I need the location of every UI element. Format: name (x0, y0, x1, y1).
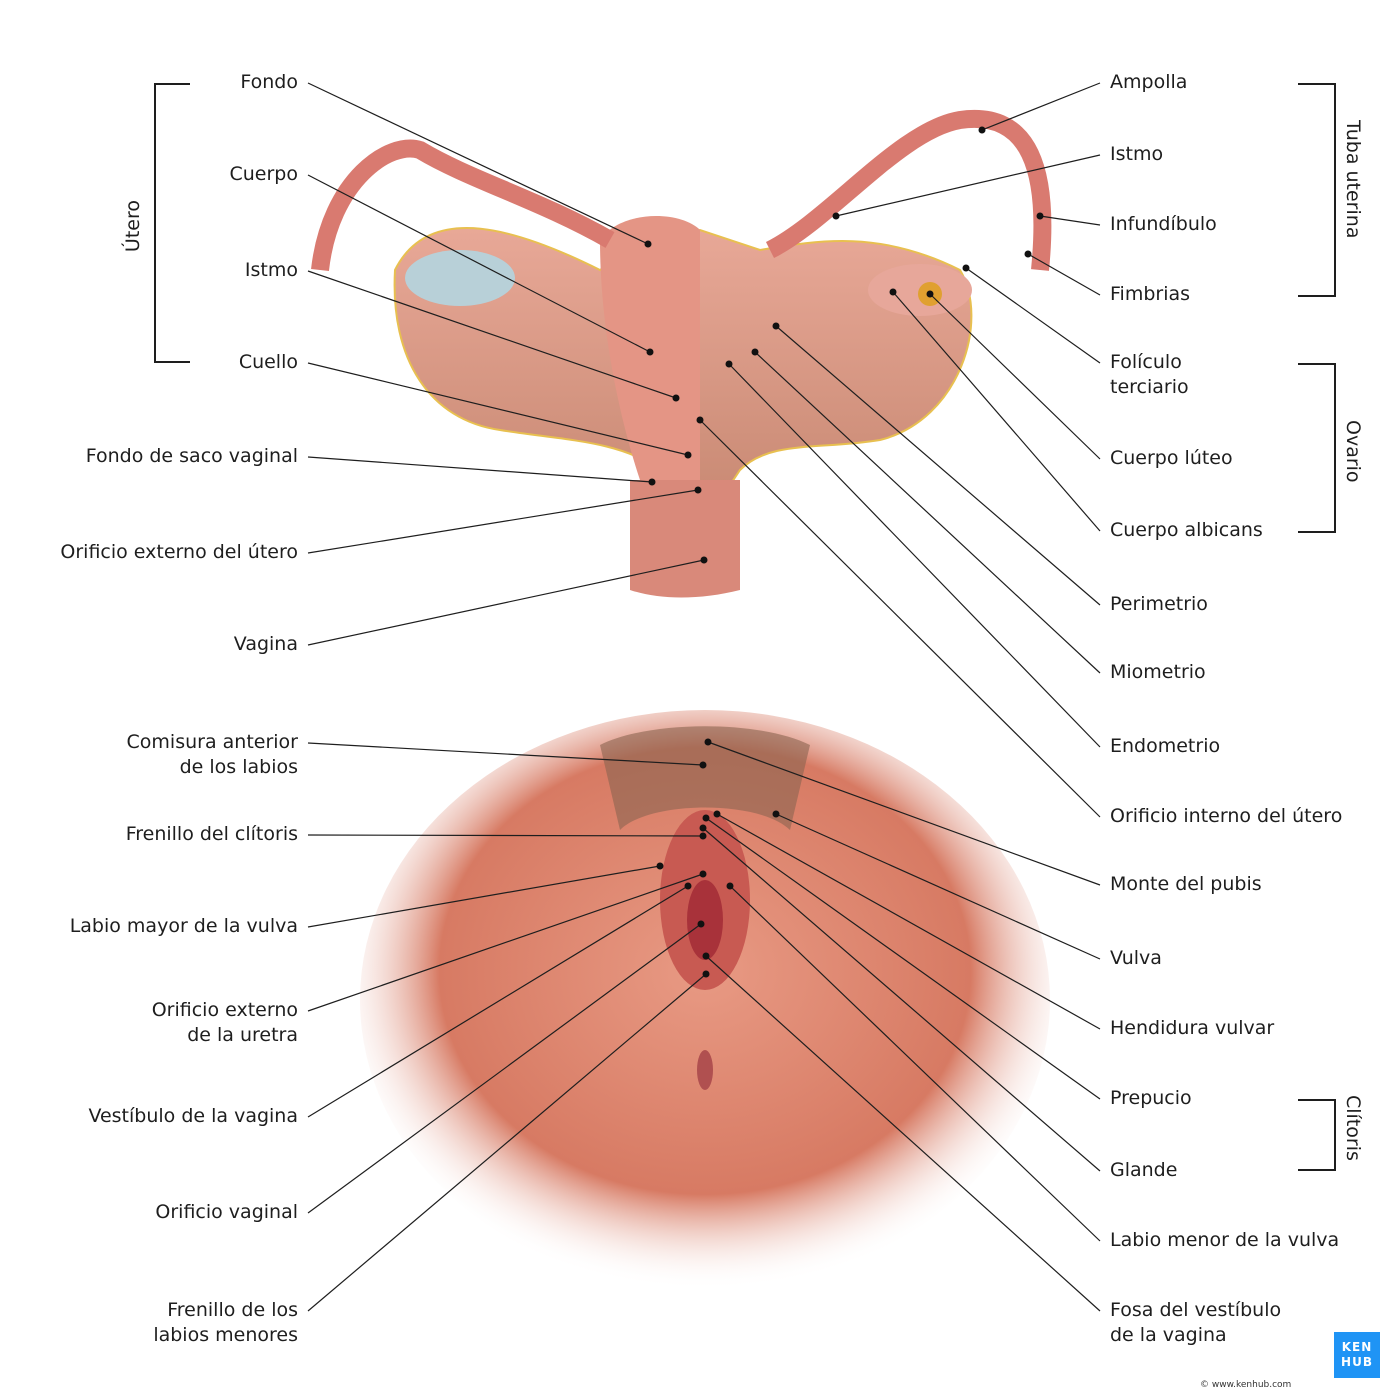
label-left-10: Orificio externo de la uretra (151, 999, 298, 1046)
label-left-0: Fondo (240, 71, 298, 93)
fallopian-tube-left (311, 139, 615, 272)
label-right-0: Ampolla (1110, 71, 1188, 93)
group-label-ovario: Ovario (1342, 420, 1364, 483)
fallopian-tube-right (765, 109, 1052, 271)
pointer-dots (644, 126, 1044, 978)
label-right-4: Folículo terciario (1110, 351, 1189, 398)
bracket-ovario (1298, 363, 1336, 533)
label-right-11: Monte del pubis (1110, 873, 1262, 895)
label-left-3: Cuello (238, 351, 298, 373)
logo-line2: HUB (1341, 1355, 1373, 1369)
label-left-1: Cuerpo (229, 163, 299, 185)
label-right-12: Vulva (1110, 947, 1162, 969)
label-right-1: Istmo (1110, 143, 1164, 165)
credit: © www.kenhub.com (1200, 1380, 1292, 1390)
label-left-9: Labio mayor de la vulva (69, 915, 298, 937)
kenhub-logo: KEN HUB (1334, 1332, 1380, 1378)
pubic-hair (600, 726, 810, 830)
label-left-7: Comisura anterior de los labios (126, 731, 298, 778)
label-right-6: Cuerpo albicans (1110, 519, 1263, 541)
label-right-13: Hendidura vulvar (1110, 1017, 1275, 1039)
label-right-9: Endometrio (1110, 735, 1221, 757)
logo-line1: KEN (1341, 1340, 1373, 1354)
label-left-2: Istmo (244, 259, 298, 281)
leader-lines (307, 82, 1101, 1312)
label-right-7: Perimetrio (1110, 593, 1208, 615)
ovary-left (405, 250, 515, 306)
label-left-4: Fondo de saco vaginal (85, 445, 298, 467)
label-left-13: Frenillo de los labios menores (153, 1299, 298, 1346)
vagina (630, 480, 740, 598)
label-left-6: Vagina (233, 633, 298, 655)
label-left-12: Orificio vaginal (155, 1201, 298, 1223)
vestibule (687, 880, 723, 960)
label-right-3: Fimbrias (1110, 283, 1191, 305)
label-left-11: Vestíbulo de la vagina (88, 1105, 298, 1127)
label-right-15: Glande (1110, 1159, 1178, 1181)
bracket-utero (154, 83, 190, 363)
bracket-tuba (1298, 83, 1336, 297)
group-label-utero: Útero (122, 200, 144, 253)
label-left-5: Orificio externo del útero (60, 541, 298, 563)
label-left-8: Frenillo del clítoris (125, 823, 298, 845)
perineum (360, 710, 1050, 1290)
label-right-10: Orificio interno del útero (1110, 805, 1343, 827)
group-label-tuba-uterina: Tuba uterina (1342, 120, 1364, 239)
label-right-16: Labio menor de la vulva (1110, 1229, 1340, 1251)
label-right-2: Infundíbulo (1110, 213, 1217, 235)
bracket-clitoris (1298, 1099, 1336, 1171)
label-right-5: Cuerpo lúteo (1110, 447, 1233, 469)
uterus (600, 216, 700, 481)
group-label-clitoris: Clítoris (1342, 1095, 1364, 1161)
label-right-17: Fosa del vestíbulo de la vagina (1110, 1299, 1282, 1346)
label-right-14: Prepucio (1110, 1087, 1192, 1109)
label-right-8: Miometrio (1110, 661, 1206, 683)
